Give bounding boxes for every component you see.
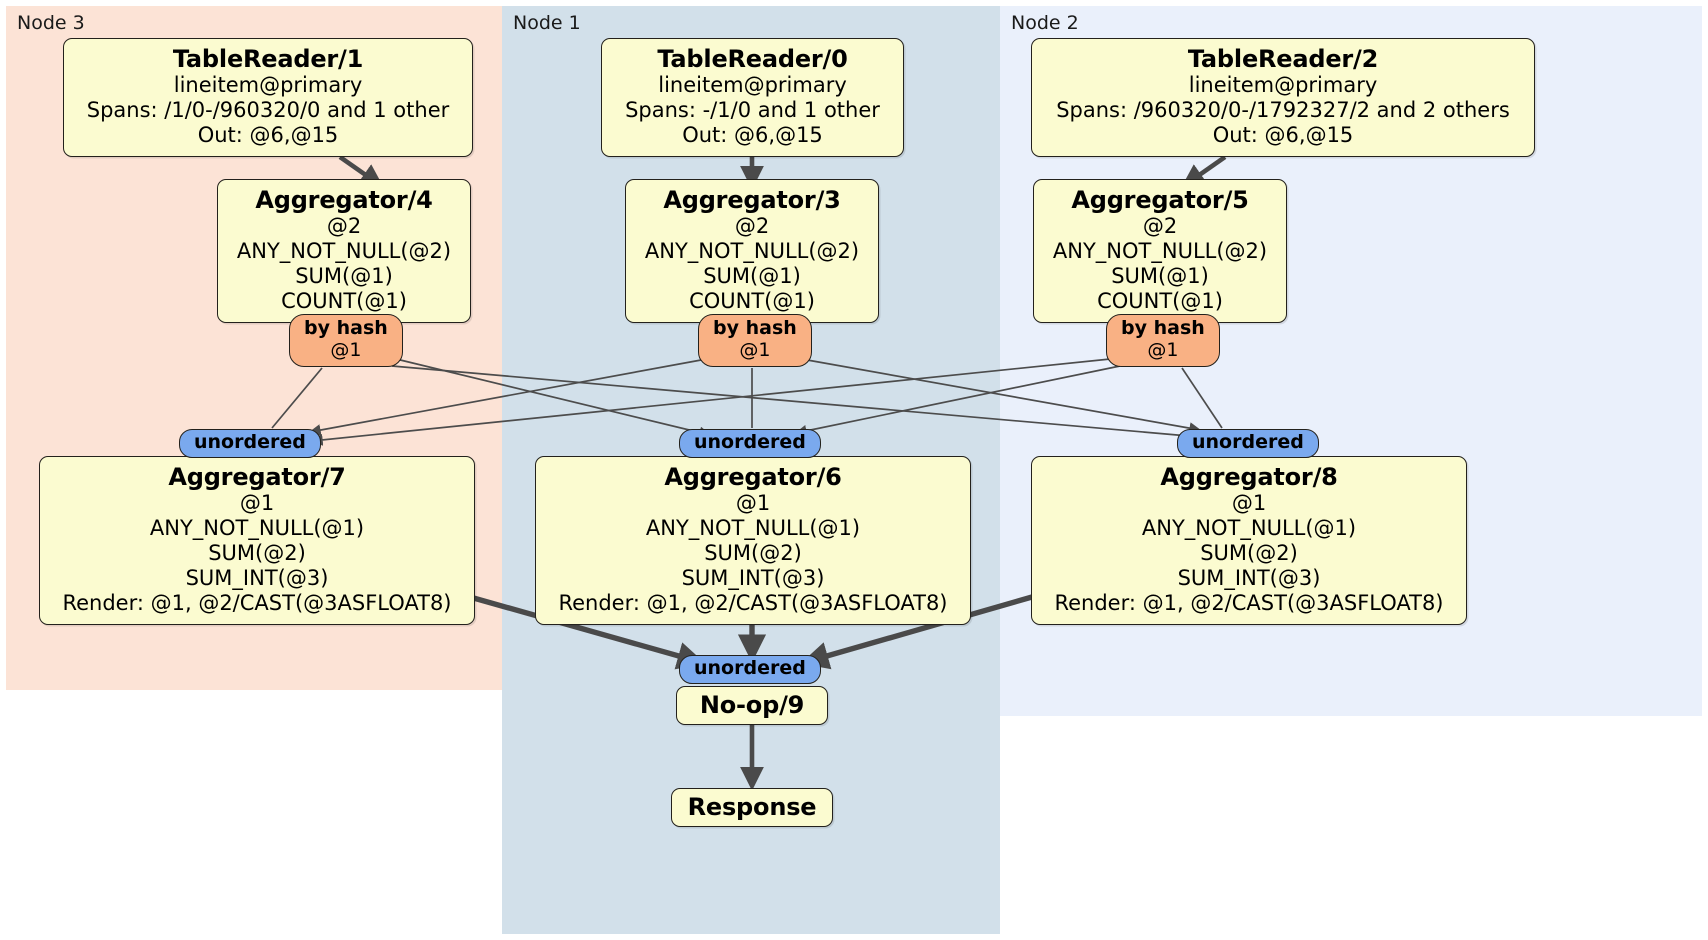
router-subtitle: @1 xyxy=(1147,338,1179,361)
processor-title: Aggregator/4 xyxy=(255,186,433,214)
processor-line: SUM(@2) xyxy=(1200,541,1298,566)
node-label-node1: Node 1 xyxy=(513,12,581,34)
processor-line: Spans: /1/0-/960320/0 and 1 other xyxy=(86,98,450,123)
processor-aggregator-6[interactable]: Aggregator/6 @1 ANY_NOT_NULL(@1) SUM(@2)… xyxy=(535,456,971,626)
processor-line: ANY_NOT_NULL(@1) xyxy=(1141,516,1357,541)
synchronizer-title: unordered xyxy=(194,431,306,453)
processor-aggregator-3[interactable]: Aggregator/3 @2 ANY_NOT_NULL(@2) SUM(@1)… xyxy=(625,179,879,324)
processor-line: @1 xyxy=(735,491,771,516)
processor-line: Out: @6,@15 xyxy=(682,123,823,148)
processor-title: TableReader/2 xyxy=(1187,45,1379,73)
processor-title: No-op/9 xyxy=(699,691,805,719)
processor-title: Response xyxy=(687,793,817,821)
processor-aggregator-4[interactable]: Aggregator/4 @2 ANY_NOT_NULL(@2) SUM(@1)… xyxy=(217,179,471,324)
processor-line: Out: @6,@15 xyxy=(1212,123,1354,148)
processor-line: SUM(@1) xyxy=(295,264,393,289)
processor-line: SUM_INT(@3) xyxy=(185,566,329,591)
processor-line: Out: @6,@15 xyxy=(197,123,339,148)
processor-aggregator-5[interactable]: Aggregator/5 @2 ANY_NOT_NULL(@2) SUM(@1)… xyxy=(1033,179,1287,324)
processor-line: ANY_NOT_NULL(@2) xyxy=(644,239,860,264)
processor-aggregator-8[interactable]: Aggregator/8 @1 ANY_NOT_NULL(@1) SUM(@2)… xyxy=(1031,456,1467,626)
synchronizer-title: unordered xyxy=(694,657,806,679)
processor-title: Aggregator/6 xyxy=(664,463,842,491)
processor-line: SUM_INT(@3) xyxy=(681,566,825,591)
router-by-hash-node1[interactable]: by hash @1 xyxy=(698,314,812,368)
processor-line: lineitem@primary xyxy=(173,73,363,98)
processor-tablereader-1[interactable]: TableReader/1 lineitem@primary Spans: /1… xyxy=(63,38,473,158)
processor-line: @1 xyxy=(239,491,275,516)
processor-line: lineitem@primary xyxy=(658,73,847,98)
processor-tablereader-0[interactable]: TableReader/0 lineitem@primary Spans: -/… xyxy=(601,38,904,158)
synchronizer-unordered-node1[interactable]: unordered xyxy=(679,429,821,458)
router-subtitle: @1 xyxy=(739,338,771,361)
processor-line: Render: @1, @2/CAST(@3ASFLOAT8) xyxy=(558,591,948,616)
processor-line: @2 xyxy=(326,214,362,239)
router-title: by hash xyxy=(713,317,797,339)
router-by-hash-node3[interactable]: by hash @1 xyxy=(289,314,403,368)
processor-line: ANY_NOT_NULL(@1) xyxy=(645,516,861,541)
node-label-node2: Node 2 xyxy=(1011,12,1079,34)
processor-line: SUM(@2) xyxy=(704,541,802,566)
synchronizer-title: unordered xyxy=(694,431,806,453)
synchronizer-title: unordered xyxy=(1192,431,1304,453)
processor-aggregator-7[interactable]: Aggregator/7 @1 ANY_NOT_NULL(@1) SUM(@2)… xyxy=(39,456,475,626)
router-subtitle: @1 xyxy=(330,338,362,361)
processor-line: ANY_NOT_NULL(@2) xyxy=(1052,239,1268,264)
processor-line: SUM(@1) xyxy=(1111,264,1209,289)
processor-line: lineitem@primary xyxy=(1188,73,1378,98)
processor-title: Aggregator/3 xyxy=(663,186,841,214)
processor-line: @2 xyxy=(734,214,770,239)
synchronizer-unordered-final[interactable]: unordered xyxy=(679,655,821,684)
processor-title: Aggregator/7 xyxy=(168,463,346,491)
processor-title: TableReader/0 xyxy=(657,45,848,73)
processor-title: TableReader/1 xyxy=(172,45,364,73)
processor-title: Aggregator/8 xyxy=(1160,463,1338,491)
processor-line: Render: @1, @2/CAST(@3ASFLOAT8) xyxy=(62,591,452,616)
processor-line: Spans: -/1/0 and 1 other xyxy=(625,98,880,123)
node-label-node3: Node 3 xyxy=(17,12,85,34)
processor-line: SUM(@2) xyxy=(208,541,306,566)
processor-line: COUNT(@1) xyxy=(689,289,815,314)
processor-line: COUNT(@1) xyxy=(281,289,407,314)
router-title: by hash xyxy=(304,317,388,339)
processor-tablereader-2[interactable]: TableReader/2 lineitem@primary Spans: /9… xyxy=(1031,38,1535,158)
processor-line: @1 xyxy=(1231,491,1267,516)
processor-line: SUM_INT(@3) xyxy=(1177,566,1321,591)
router-by-hash-node2[interactable]: by hash @1 xyxy=(1106,314,1220,368)
processor-line: SUM(@1) xyxy=(703,264,801,289)
processor-response[interactable]: Response xyxy=(671,788,833,828)
processor-line: ANY_NOT_NULL(@2) xyxy=(236,239,452,264)
synchronizer-unordered-node2[interactable]: unordered xyxy=(1177,429,1319,458)
processor-no-op-9[interactable]: No-op/9 xyxy=(676,686,828,726)
processor-title: Aggregator/5 xyxy=(1071,186,1249,214)
processor-line: COUNT(@1) xyxy=(1097,289,1223,314)
processor-line: Spans: /960320/0-/1792327/2 and 2 others xyxy=(1056,98,1510,123)
processor-line: ANY_NOT_NULL(@1) xyxy=(149,516,365,541)
processor-line: Render: @1, @2/CAST(@3ASFLOAT8) xyxy=(1054,591,1444,616)
synchronizer-unordered-node3[interactable]: unordered xyxy=(179,429,321,458)
router-title: by hash xyxy=(1121,317,1205,339)
processor-line: @2 xyxy=(1142,214,1178,239)
